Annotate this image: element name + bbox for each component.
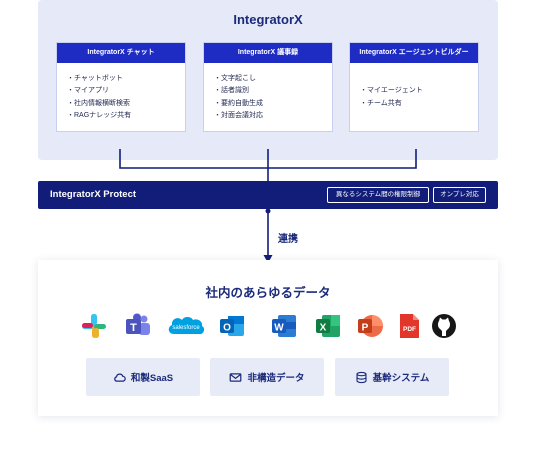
product-card-agent-builder: IntegratorX エージェントビルダー マイエージェント チーム共有 <box>349 42 479 132</box>
svg-text:salesforce: salesforce <box>172 325 200 331</box>
pdf-icon: PDF <box>400 314 419 338</box>
svg-text:P: P <box>362 323 369 334</box>
svg-text:PDF: PDF <box>403 326 416 333</box>
category-unstructured-data: 非構造データ <box>210 358 324 396</box>
feature-item: マイエージェント <box>360 85 468 98</box>
product-name: IntegratorX 議事録 <box>204 43 332 63</box>
connector-dot <box>265 208 271 214</box>
protect-bar: IntegratorX Protect 異なるシステム間の権限制御 オンプレ対応 <box>38 181 498 209</box>
badge-permission-control: 異なるシステム間の権限制御 <box>327 187 429 203</box>
svg-text:W: W <box>274 323 284 334</box>
salesforce-icon: salesforce <box>168 317 205 335</box>
category-label: 非構造データ <box>247 373 305 384</box>
feature-list: 文字起こし 話者識別 要約自動生成 対面会議対応 <box>204 63 332 132</box>
svg-text:X: X <box>320 323 327 334</box>
svg-text:T: T <box>130 322 137 334</box>
category-saas: 和製SaaS <box>86 358 200 396</box>
feature-item: 文字起こし <box>214 73 322 86</box>
panel-title: IntegratorX <box>233 12 303 27</box>
feature-item: チャットボット <box>67 73 175 86</box>
feature-item: 話者識別 <box>214 85 322 98</box>
excel-icon: X <box>316 315 340 337</box>
slack-icon <box>82 314 106 338</box>
feature-list: チャットボット マイアプリ 社内情報横断検索 RAGナレッジ共有 <box>57 63 185 132</box>
feature-item: 要約自動生成 <box>214 98 322 111</box>
svg-text:O: O <box>223 323 231 334</box>
product-name: IntegratorX エージェントビルダー <box>350 43 478 63</box>
badge-on-premise: オンプレ対応 <box>433 187 486 203</box>
product-name: IntegratorX チャット <box>57 43 185 63</box>
category-label: 和製SaaS <box>130 373 174 384</box>
feature-list: マイエージェント チーム共有 <box>350 63 478 132</box>
category-core-systems: 基幹システム <box>335 358 449 396</box>
protect-title: IntegratorX Protect <box>50 189 137 200</box>
feature-item: 社内情報横断検索 <box>67 98 175 111</box>
word-icon: W <box>272 315 296 337</box>
github-icon <box>432 314 456 338</box>
category-label: 基幹システム <box>372 373 430 384</box>
data-sources-title: 社内のあらゆるデータ <box>205 286 331 300</box>
cloud-icon <box>114 373 126 382</box>
feature-item: 対面会議対応 <box>214 110 322 123</box>
product-card-minutes: IntegratorX 議事録 文字起こし 話者識別 要約自動生成 対面会議対応 <box>203 42 333 132</box>
database-icon <box>356 371 367 383</box>
integratorx-panel: IntegratorX IntegratorX チャット チャットボット マイア… <box>38 0 498 160</box>
arrow-down-icon <box>263 255 273 263</box>
connector-lines <box>119 149 417 263</box>
mail-icon <box>230 372 242 382</box>
data-sources-card: 社内のあらゆるデータ T salesforce O W <box>38 260 498 416</box>
link-label: 連携 <box>278 234 298 245</box>
teams-icon: T <box>126 313 150 335</box>
feature-item: RAGナレッジ共有 <box>67 110 175 123</box>
product-card-chat: IntegratorX チャット チャットボット マイアプリ 社内情報横断検索 … <box>56 42 186 132</box>
outlook-icon: O <box>220 316 244 336</box>
feature-item: マイアプリ <box>67 85 175 98</box>
feature-item: チーム共有 <box>360 98 468 111</box>
powerpoint-icon: P <box>358 315 383 337</box>
